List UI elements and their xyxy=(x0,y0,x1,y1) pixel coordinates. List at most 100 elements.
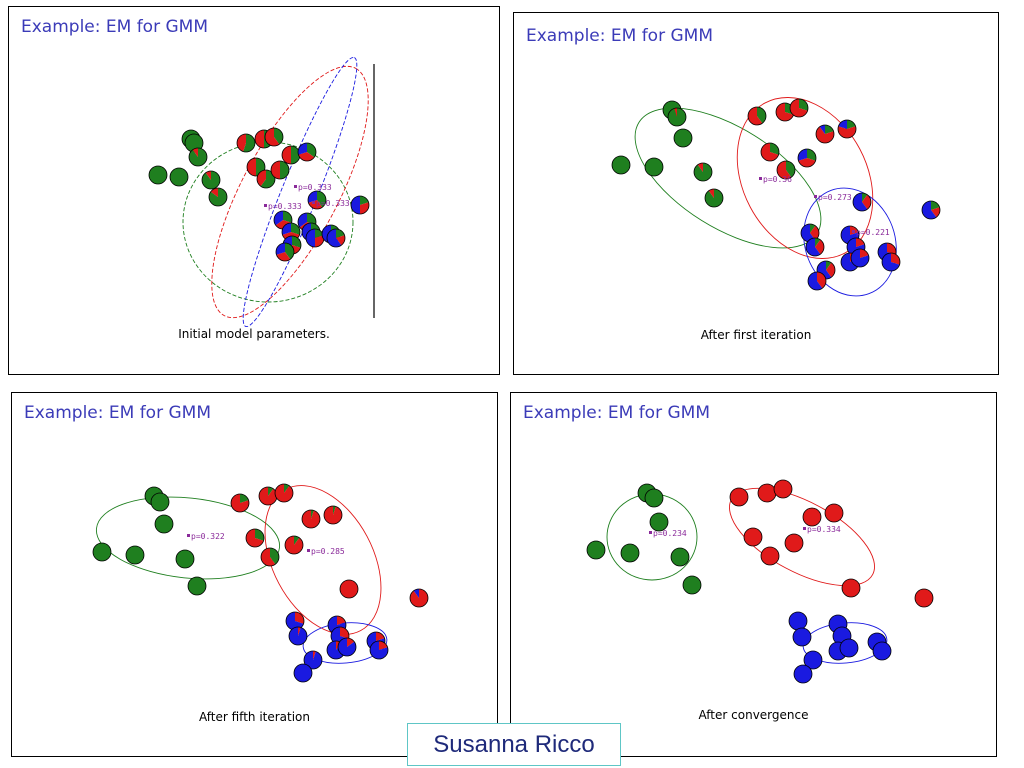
point-slice-red xyxy=(302,510,321,528)
data-point xyxy=(850,248,870,268)
mixing-weight-label: p=0.273 xyxy=(814,193,852,202)
point-slice-red xyxy=(758,484,776,502)
point-slice-red xyxy=(308,200,323,209)
slide-title: Example: EM for GMM xyxy=(21,17,208,37)
data-point xyxy=(175,549,195,569)
point-slice-red xyxy=(337,616,346,625)
point-outline xyxy=(841,578,861,598)
mixing-weight-label: p=0.234 xyxy=(649,529,687,538)
data-point xyxy=(760,142,780,162)
point-slice-green xyxy=(208,188,227,207)
point-slice-red xyxy=(257,170,266,187)
slide-title: Example: EM for GMM xyxy=(526,26,713,46)
point-slice-red xyxy=(798,158,816,167)
point-slice-red xyxy=(790,99,808,117)
cluster-center-marker xyxy=(814,195,817,198)
point-outline xyxy=(839,638,859,658)
point-outline xyxy=(793,664,813,684)
point-outline xyxy=(792,627,812,647)
point-slice-red xyxy=(785,534,803,552)
cluster-center-marker xyxy=(187,534,190,537)
data-point xyxy=(284,535,304,555)
ellipse-red xyxy=(736,97,874,259)
data-point xyxy=(264,127,284,147)
point-slice-green xyxy=(315,229,324,238)
data-point xyxy=(323,505,343,525)
point-outline xyxy=(644,157,664,177)
point-outline xyxy=(815,124,835,144)
point-slice-red xyxy=(247,158,256,176)
point-outline xyxy=(704,188,724,208)
data-point xyxy=(881,252,901,272)
point-slice-red xyxy=(245,529,264,547)
data-point xyxy=(92,542,112,562)
point-slice-blue xyxy=(288,627,307,645)
mixing-weight-label: p=0.333 xyxy=(294,183,332,192)
data-point xyxy=(620,543,640,563)
point-outline xyxy=(274,483,294,503)
data-point xyxy=(326,228,346,248)
data-point xyxy=(297,142,317,162)
data-point xyxy=(201,170,221,190)
point-slice-blue xyxy=(851,249,869,267)
data-point xyxy=(673,128,693,148)
point-outline xyxy=(245,528,265,548)
data-point xyxy=(807,271,827,291)
point-outline xyxy=(337,637,357,657)
point-slice-red xyxy=(336,235,346,246)
ellipse-blue xyxy=(803,187,897,297)
point-slice-blue xyxy=(793,628,811,646)
point-slice-blue xyxy=(873,642,891,660)
point-slice-red xyxy=(313,651,316,660)
point-slice-red xyxy=(295,612,304,624)
point-outline xyxy=(682,575,702,595)
data-point xyxy=(154,514,174,534)
point-slice-green xyxy=(185,134,203,152)
mixing-weight-text: p=0.273 xyxy=(818,193,852,202)
panel-plot-3: p=0.234 p=0.334 xyxy=(586,479,934,684)
point-slice-blue xyxy=(298,143,307,155)
mixing-weight-text: p=0.333 xyxy=(316,199,350,208)
data-point xyxy=(275,242,295,262)
slide-title: Example: EM for GMM xyxy=(24,403,211,423)
data-point xyxy=(256,169,276,189)
point-outline xyxy=(852,192,872,212)
point-outline xyxy=(667,107,687,127)
data-point xyxy=(667,107,687,127)
mixing-weight-text: p=0.333 xyxy=(268,202,302,211)
data-point xyxy=(914,588,934,608)
mixing-weight-text: p=0.334 xyxy=(807,525,841,534)
data-point xyxy=(784,533,804,553)
data-point xyxy=(644,488,664,508)
point-outline xyxy=(246,157,266,177)
point-slice-red xyxy=(410,589,429,607)
point-slice-green xyxy=(307,212,317,225)
point-slice-blue xyxy=(306,229,315,247)
point-slice-red xyxy=(915,589,933,607)
point-slice-blue xyxy=(838,120,847,129)
point-slice-red xyxy=(340,580,358,598)
point-slice-red xyxy=(674,108,677,117)
point-slice-green xyxy=(149,166,167,184)
point-slice-red xyxy=(192,148,198,157)
credit-box: Susanna Ricco xyxy=(407,723,621,766)
point-outline xyxy=(323,505,343,525)
point-outline xyxy=(760,546,780,566)
point-outline xyxy=(776,160,796,180)
point-outline xyxy=(760,142,780,162)
point-slice-blue xyxy=(282,223,291,235)
point-outline xyxy=(270,160,290,180)
point-slice-green xyxy=(621,544,639,562)
point-slice-red xyxy=(298,152,315,162)
point-outline xyxy=(293,663,313,683)
data-point xyxy=(369,640,389,660)
point-slice-red xyxy=(747,106,763,126)
point-outline xyxy=(256,169,276,189)
mixing-weight-label: p=0.285 xyxy=(307,547,345,556)
cluster-center-marker xyxy=(294,185,297,188)
point-slice-green xyxy=(292,236,301,248)
point-slice-blue xyxy=(806,238,821,257)
point-slice-blue xyxy=(789,612,807,630)
